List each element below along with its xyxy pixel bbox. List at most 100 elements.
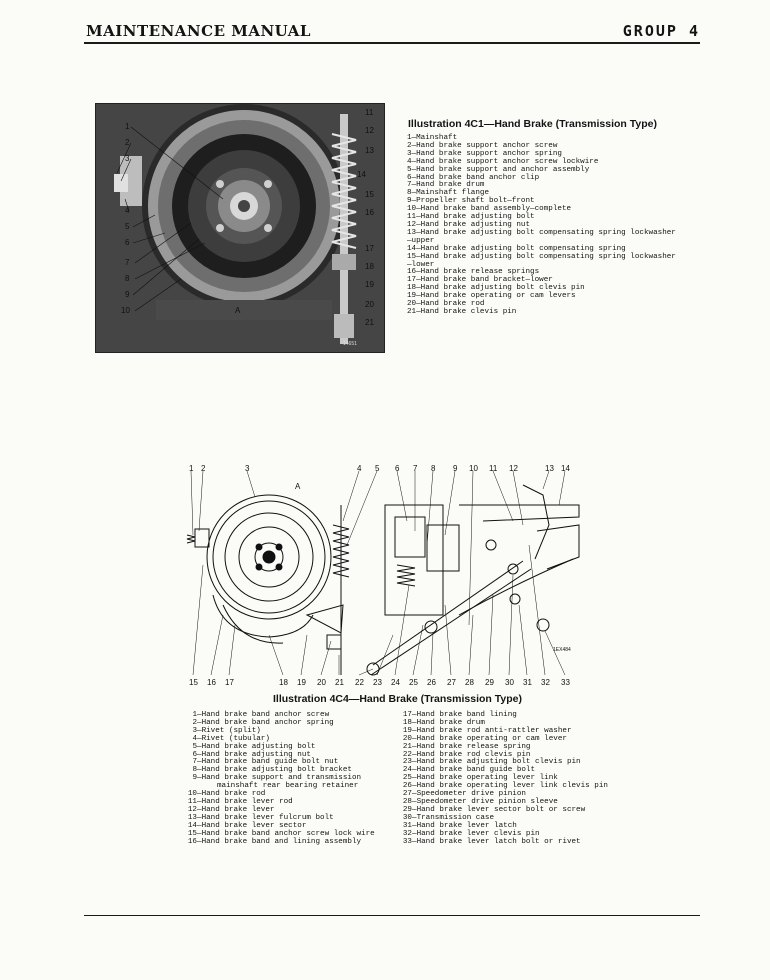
legend-dash: —: [197, 718, 202, 727]
legend-text: Hand brake band anchor screw lock wire: [201, 829, 375, 838]
legend-dash: —: [412, 797, 417, 806]
legend-text: Hand brake operating lever link clevis p…: [416, 782, 608, 791]
legend-number: 29: [402, 805, 412, 814]
legend-text: Hand brake operating or cam lever: [416, 734, 567, 743]
legend-item: 16—Hand brake band and lining assembly: [187, 837, 392, 847]
legend-item: 1—Hand brake band anchor screw: [187, 711, 392, 720]
drawing-callout-15: 15: [189, 678, 198, 687]
drawing-callout-2: 2: [201, 465, 206, 473]
legend-number: 11: [187, 797, 197, 806]
legend-dash: —: [197, 750, 202, 759]
legend-dash: —: [412, 805, 417, 814]
drawing-callout-12: 12: [509, 465, 518, 473]
photo-callout-8: 8: [125, 274, 130, 283]
drawing-callout-8: 8: [431, 465, 436, 473]
legend-number: 33: [402, 837, 412, 846]
drawing-callout-1: 1: [189, 465, 194, 473]
legend-text: Hand brake support and transmission main…: [201, 774, 362, 791]
legend-item: 11—Hand brake adjusting bolt: [407, 213, 535, 222]
figure2-caption: Illustration 4C4—Hand Brake (Transmissio…: [273, 693, 522, 705]
photo-hand-brake-4c1: [95, 103, 385, 353]
legend-item: 2—Hand brake support anchor screw: [407, 141, 558, 150]
legend-item: 13—Hand brake adjusting bolt compensatin…: [407, 228, 676, 237]
legend-text: Hand brake band guide bolt: [416, 766, 536, 775]
legend-number: 13: [187, 813, 197, 822]
legend-item: 21—Hand brake clevis pin: [407, 307, 517, 316]
drawing-callout-22: 22: [355, 678, 364, 687]
legend-number: 14: [187, 821, 197, 830]
photo-callout-6: 6: [125, 238, 130, 247]
legend-number: 27: [402, 790, 412, 799]
legend-text: Hand brake band anchor screw: [201, 711, 330, 719]
legend-item: 28—Speedometer drive pinion sleeve: [402, 797, 612, 807]
photo-callouts: 1 2 3 4 5 6 7 8 9 10 A 11 12 13 14 15 16…: [116, 108, 374, 347]
legend-item: 4—Hand brake support anchor screw lockwi…: [407, 157, 599, 166]
legend-dash: —: [197, 790, 202, 799]
legend-text: Hand brake lever fulcrum bolt: [201, 813, 334, 822]
legend-item: 20—Hand brake operating or cam lever: [402, 734, 612, 744]
drawing-callout-11: 11: [489, 465, 498, 473]
legend-dash: —: [197, 711, 202, 719]
legend-number: 24: [402, 766, 412, 775]
legend-item: 3—Rivet (split): [187, 726, 392, 736]
photo-callout-3: 3: [125, 154, 130, 163]
legend-item: 27—Speedometer drive pinion: [402, 790, 612, 799]
legend-dash: —: [197, 829, 202, 838]
legend-item: 18—Hand brake adjusting bolt clevis pin: [407, 284, 585, 293]
legend-item: 15—Hand brake band anchor screw lock wir…: [187, 829, 392, 839]
photo-callout-18: 18: [365, 262, 374, 271]
legend-dash: —: [197, 774, 202, 783]
photo-callout-21: 21: [365, 318, 374, 327]
drawing-callout-29: 29: [485, 678, 494, 687]
legend-text: Hand brake operating lever link: [416, 774, 558, 783]
legend-number: 1: [192, 711, 197, 719]
drawing-hand-brake-4c4: 1 2 3 4 5 6 7 8 9 10 11 12 13 14 A 15 16…: [183, 465, 583, 690]
legend-dash: —: [197, 742, 202, 751]
legend-item: 7—Hand brake drum: [407, 181, 485, 190]
drawing-callout-32: 32: [541, 678, 550, 687]
legend-item: 10—Hand brake rod: [187, 790, 392, 799]
photo-callout-a: A: [235, 306, 241, 315]
legend-number: 31: [402, 821, 412, 830]
legend-number: 21: [402, 742, 412, 751]
legend-dash: —: [412, 766, 417, 775]
legend-text: Hand brake adjusting bolt: [201, 742, 316, 751]
drawing-callout-30: 30: [505, 678, 514, 687]
photo-callout-5: 5: [125, 222, 130, 231]
legend-item: 7—Hand brake band guide bolt nut: [187, 758, 392, 767]
legend-number: 26: [402, 782, 412, 791]
legend-item: 17—Hand brake band bracket—lower: [407, 276, 553, 285]
drawing-callout-5: 5: [375, 465, 380, 473]
legend-number: 30: [402, 813, 412, 822]
legend-dash: —: [412, 758, 417, 767]
legend-text: Hand brake lever sector bolt or screw: [416, 805, 586, 814]
legend-item: 23—Hand brake adjusting bolt clevis pin: [402, 758, 612, 767]
legend-item: 15—Hand brake adjusting bolt compensatin…: [407, 252, 676, 261]
photo-callout-11: 11: [365, 108, 374, 117]
legend-number: 12: [187, 805, 197, 814]
drawing-callout-7: 7: [413, 465, 418, 473]
legend-item: 5—Hand brake adjusting bolt: [187, 742, 392, 752]
legend-number: 28: [402, 797, 412, 806]
legend-text: Hand brake band guide bolt nut: [201, 758, 339, 767]
legend-item: 6—Hand brake adjusting nut: [187, 750, 392, 760]
drawing-callout-17: 17: [225, 678, 234, 687]
legend-text: Hand brake lever clevis pin: [416, 829, 540, 838]
legend-number: 23: [402, 758, 412, 767]
drawing-callout-33: 33: [561, 678, 570, 687]
drawing-callout-28: 28: [465, 678, 474, 687]
legend-number: 5: [192, 742, 197, 751]
legend-dash: —: [197, 758, 202, 767]
drawing-callout-19: 19: [297, 678, 306, 687]
legend-number: 6: [192, 750, 197, 759]
legend-number: 3: [192, 726, 197, 735]
figure1-caption: Illustration 4C1—Hand Brake (Transmissio…: [408, 118, 657, 130]
drawing-callout-10: 10: [469, 465, 478, 473]
legend-item: 19—Hand brake rod anti-rattler washer: [402, 727, 612, 736]
legend-number: 17: [402, 711, 412, 719]
legend-dash: —: [197, 726, 202, 735]
legend-dash: —: [197, 837, 202, 846]
legend-dash: —: [412, 813, 417, 822]
